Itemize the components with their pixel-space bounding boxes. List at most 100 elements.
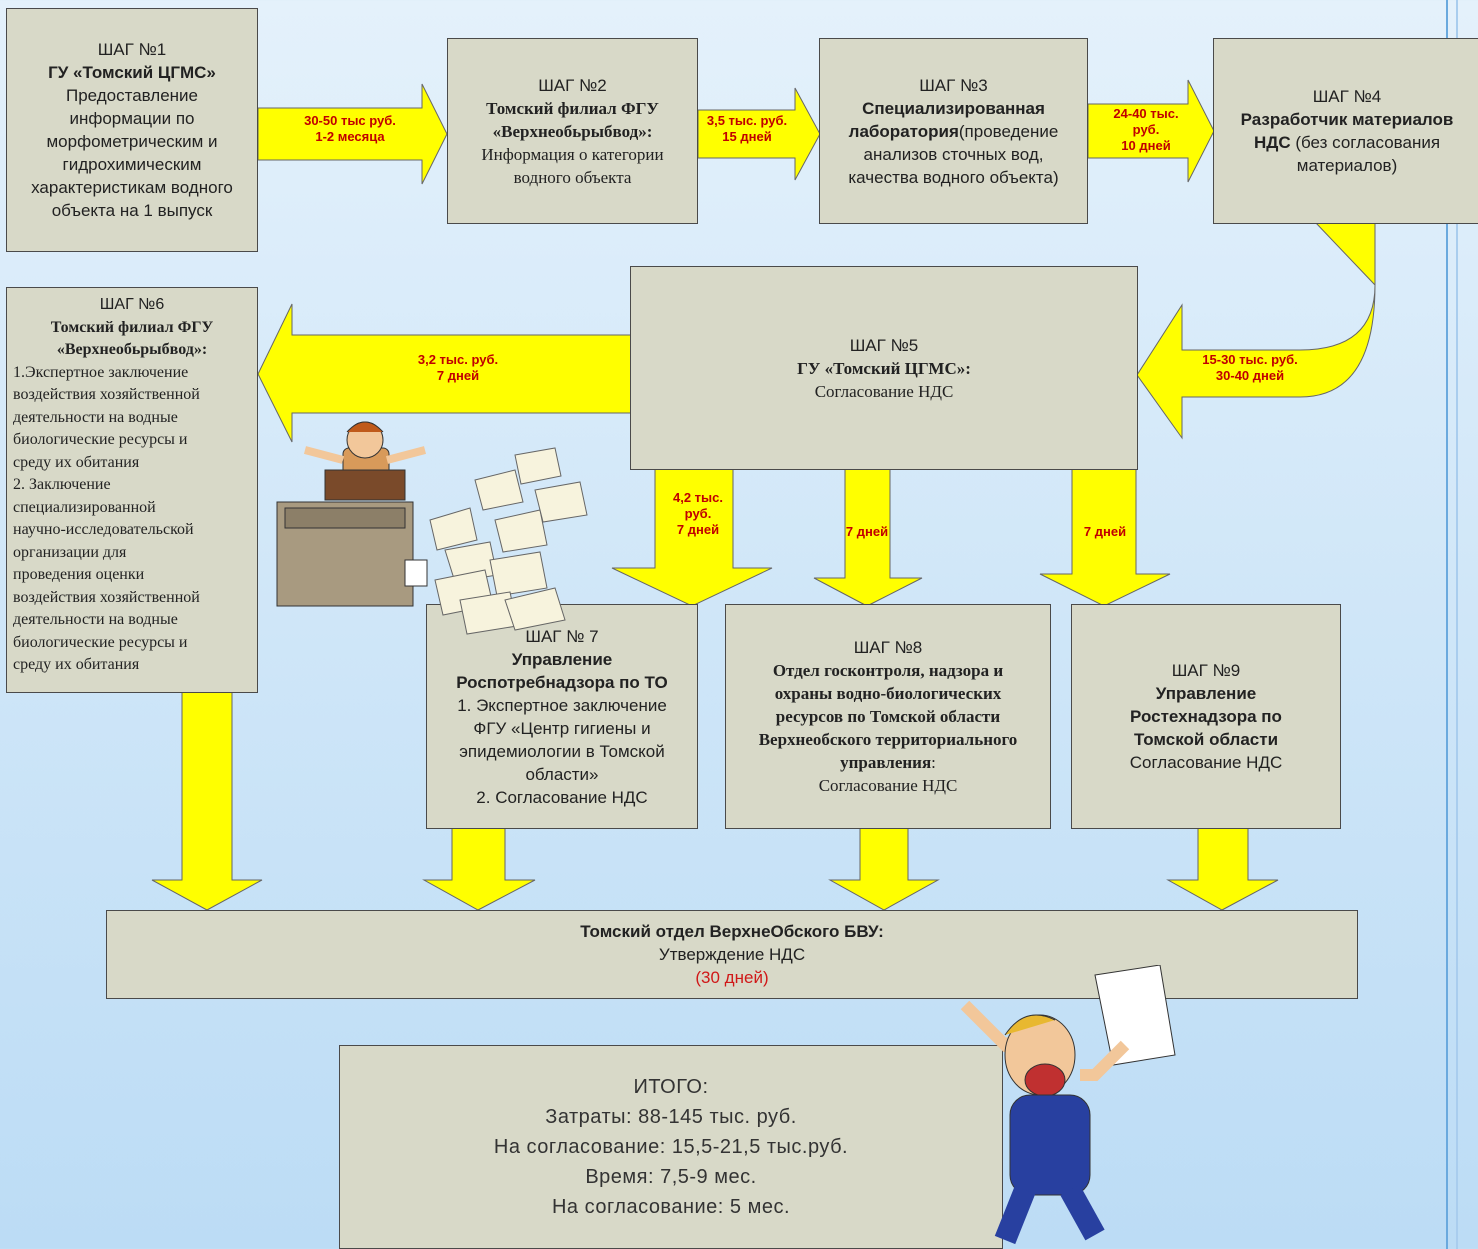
step3-org-part: лаборатория (848, 121, 959, 141)
step8-title: ШАГ №8 (853, 638, 923, 657)
step8-org: ресурсов по Томской области (775, 707, 1001, 726)
step6-org: Томский филиал ФГУ (50, 318, 214, 336)
totals-line: Время: 7,5-9 мес. (585, 1166, 757, 1188)
totals-line: На согласование: 15,5-21,5 тыс.руб. (493, 1136, 849, 1158)
step6-desc-line: научно-исследовательской (13, 521, 194, 538)
step1-org: ГУ «Томский ЦГМС» (48, 63, 216, 82)
totals-line: На согласование: 5 мес. (551, 1196, 791, 1218)
step6-desc-line: организации для (13, 543, 127, 561)
arrow-step7-to-final (422, 827, 536, 911)
arrow-step5-to-step6 (257, 303, 636, 443)
final-desc: Утверждение НДС (658, 945, 806, 964)
arrow-step5-to-step8 (813, 467, 923, 607)
step3-box: ШАГ №3 Специализированная лаборатория(пр… (819, 38, 1088, 224)
step4-org: Разработчик материалов (1240, 110, 1454, 129)
final-time: (30 дней) (695, 968, 769, 987)
arrow-step5-to-step9 (1039, 467, 1171, 607)
step4-box: ШАГ №4 Разработчик материалов НДС (без с… (1213, 38, 1478, 224)
arrow-label-7: 7 дней (845, 524, 889, 539)
stressed-man-icon (303, 421, 427, 501)
step1-desc-line: морфометрическим и (46, 132, 218, 151)
step7-desc-line: ФГУ «Центр гигиены и (473, 718, 651, 738)
step5-desc: Согласование НДС (814, 381, 954, 401)
step8-org-suffix: : (931, 753, 936, 772)
copier-icon (276, 501, 428, 607)
step6-desc-line: биологические ресурсы и (13, 633, 188, 651)
step7-desc-line: эпидемиологии в Томской (459, 741, 665, 761)
totals-line: Затраты: 88-145 тыс. руб. (545, 1106, 797, 1128)
step6-desc-line: биологические ресурсы и (13, 431, 188, 448)
step9-desc: Согласование НДС (1129, 753, 1283, 772)
step8-org-part: управления (840, 753, 932, 772)
step1-title: ШАГ №1 (97, 40, 167, 59)
step4-org-line2: НДС (без согласования (1220, 131, 1474, 154)
step9-org: Управление (1155, 684, 1257, 703)
step6-desc-line: среду их обитания (13, 656, 140, 673)
right-guide-line-2 (1456, 0, 1458, 1249)
step7-box: ШАГ № 7 Управление Роспотребнадзора по Т… (426, 604, 698, 829)
step6-desc-line: специализированной (13, 498, 156, 516)
totals-box: ИТОГО: Затраты: 88-145 тыс. руб. На согл… (339, 1045, 1003, 1249)
step7-desc-line: области» (525, 764, 599, 784)
arrow-label-1: 30-50 тыс руб.1-2 месяца (304, 113, 396, 144)
step4-org-part: НДС (1253, 133, 1291, 152)
step1-desc-line: информации по (69, 109, 195, 128)
arrow-label-8: 7 дней (1083, 524, 1127, 539)
step2-org: Томский филиал ФГУ (486, 98, 659, 118)
arrow-label-6: 4,2 тыс.руб.7 дней (673, 490, 723, 537)
copier-illustration (276, 421, 588, 635)
arrow-label-3: 24-40 тыс.руб.10 дней (1113, 106, 1179, 153)
arrow-step1-to-step2 (257, 83, 448, 185)
step2-desc-line: Информация о категории (481, 144, 664, 164)
step1-desc-line: гидрохимическим (62, 155, 202, 174)
arrow-label-2: 3,5 тыс. руб.15 дней (706, 113, 788, 144)
step8-box: ШАГ №8 Отдел госконтроля, надзора и охра… (725, 604, 1051, 829)
step8-desc: Согласование НДС (818, 776, 958, 795)
step6-desc-line: 2. Заключение (13, 476, 111, 493)
step9-org: Ростехнадзора по (1130, 707, 1282, 726)
step5-box: ШАГ №5 ГУ «Томский ЦГМС»: Согласование Н… (630, 266, 1138, 470)
step6-desc-line: проведения оценки (13, 566, 145, 583)
step6-org: «Верхнеобьрыбвод»: (56, 341, 208, 358)
step9-title: ШАГ №9 (1171, 661, 1241, 680)
arrow-step5-to-step7 (611, 467, 773, 607)
step7-org: Управление (511, 649, 613, 669)
step3-desc-line: анализов сточных вод, (863, 144, 1044, 164)
step6-desc-line: воздействия хозяйственной (13, 386, 200, 403)
happy-man-illustration (960, 965, 1176, 1245)
step7-title: ШАГ № 7 (525, 626, 599, 646)
right-guide-line (1446, 0, 1448, 1249)
step3-title: ШАГ №3 (919, 75, 988, 95)
step2-desc-line: водного объекта (513, 167, 632, 187)
step1-desc-line: объекта на 1 выпуск (51, 201, 213, 220)
step1-box: ШАГ №1 ГУ «Томский ЦГМС» Предоставление … (6, 8, 258, 252)
happy-man-icon (960, 1000, 1130, 1245)
step5-org: ГУ «Томский ЦГМС»: (797, 358, 971, 378)
step6-desc-line: среду их обитания (13, 453, 140, 471)
step4-title: ШАГ №4 (1312, 87, 1382, 106)
step8-org-last: управления: (732, 751, 1044, 774)
step6-title: ШАГ №6 (99, 296, 165, 313)
arrow-label-5: 3,2 тыс. руб.7 дней (417, 352, 499, 383)
step1-desc-line: Предоставление (65, 86, 199, 105)
step7-desc-line: 1. Экспертное заключение (457, 695, 667, 715)
step6-desc-line: деятельности на водные (13, 408, 178, 426)
arrow-label-4: 15-30 тыс. руб.30-40 дней (1202, 352, 1298, 383)
step3-org-line2: лаборатория(проведение (826, 120, 1081, 143)
step3-org: Специализированная (862, 98, 1045, 118)
step6-desc-line: воздействия хозяйственной (13, 588, 200, 606)
arrow-step8-to-final (828, 827, 940, 911)
step3-desc-part: (проведение (958, 121, 1059, 141)
step8-org: Отдел госконтроля, надзора и (772, 661, 1004, 680)
arrow-step9-to-final (1166, 827, 1279, 911)
document-icon (1094, 965, 1176, 1066)
step4-desc-part: (без согласования (1290, 133, 1441, 152)
step8-org: Верхнеобского территориального (758, 730, 1018, 749)
final-org: Томский отдел ВерхнеОбского БВУ: (580, 922, 884, 941)
step7-org: Роспотребнадзора по ТО (456, 672, 668, 692)
totals-title: ИТОГО: (633, 1076, 709, 1098)
papers-icon (429, 447, 588, 635)
step5-title: ШАГ №5 (849, 335, 919, 355)
step8-org: охраны водно-биологических (774, 684, 1002, 703)
